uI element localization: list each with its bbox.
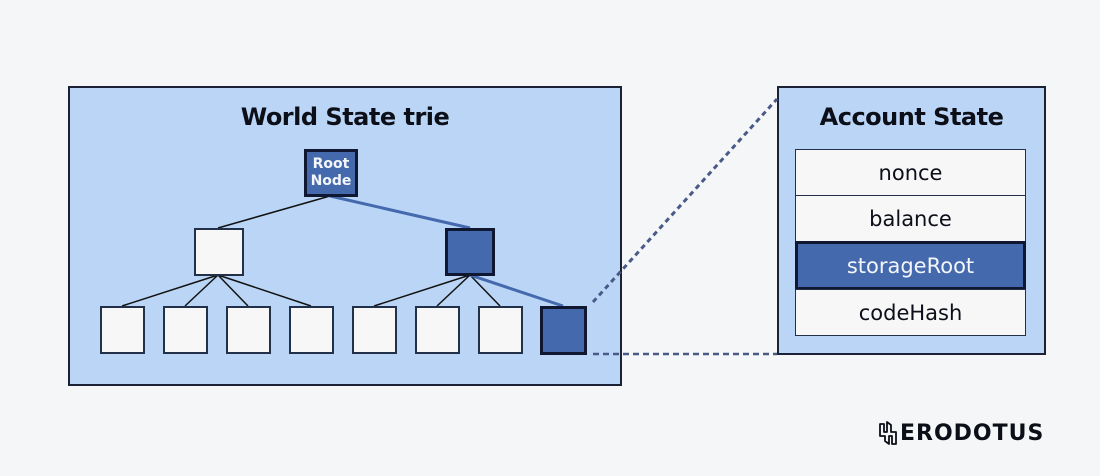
herodotus-h-logo-icon [879,421,897,445]
edge-left-leaf4 [217,274,312,307]
root-node: Root Node [304,149,358,197]
root-node-label-line2: Node [310,173,352,189]
edge-root-left [217,195,331,229]
edge-right-leaf8 [469,273,564,308]
edge-right-leaf6 [436,274,471,307]
leaf-node [289,306,334,354]
herodotus-logo: ERODOTUS [878,420,1044,446]
edge-left-leaf3 [217,274,249,307]
branch-node-right [445,228,495,276]
edge-right-leaf7 [469,274,501,307]
leaf-node [415,306,460,354]
leaf-node [100,306,145,354]
brand-name: ERODOTUS [900,420,1045,446]
world-state-panel: World State trie [68,86,622,386]
account-fields-table: nonce balance storageRoot codeHash [795,149,1026,336]
leaf-node [478,306,523,354]
edge-left-leaf2 [184,274,219,307]
root-node-label-line1: Root [312,156,350,172]
branch-node-left [194,228,244,276]
leaf-node [226,306,271,354]
leaf-node [163,306,208,354]
field-code-hash: codeHash [795,289,1026,336]
leaf-node-highlighted [540,306,587,355]
edge-right-leaf5 [373,274,471,307]
field-balance: balance [795,195,1026,242]
zoom-line-top [591,97,779,304]
edge-left-leaf1 [121,274,219,307]
field-nonce: nonce [795,149,1026,196]
field-storage-root: storageRoot [795,241,1026,290]
leaf-node [352,306,397,354]
account-state-title: Account State [819,103,1004,131]
world-state-title: World State trie [240,103,450,131]
edge-root-right [329,194,471,230]
